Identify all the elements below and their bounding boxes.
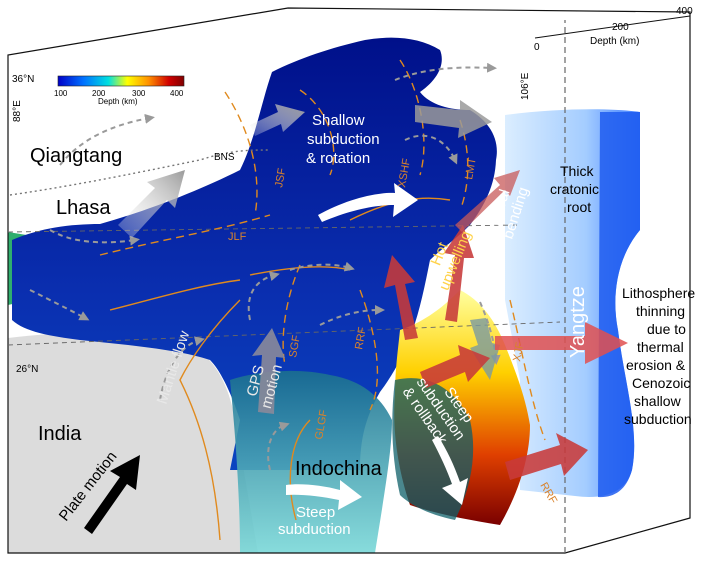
colorbar-title: Depth (km)	[98, 97, 138, 106]
shallow-line-3: & rotation	[306, 150, 370, 167]
fault-label-bns: BNS	[214, 152, 235, 163]
gray-arrow-jsf	[250, 104, 305, 136]
fault-label-xshf: XSHF	[396, 157, 413, 188]
red-arrow-rrf	[505, 433, 588, 480]
gray-arrow-xshf	[415, 100, 492, 138]
thin-line-8: subduction	[624, 411, 692, 427]
thin-line-1: Lithosphere	[622, 285, 695, 301]
depth-axis: 0 200 400 Depth (km)	[534, 6, 693, 53]
lon-106-label: 106°E	[520, 72, 531, 100]
region-qiangtang: Qiangtang	[30, 145, 122, 167]
region-yangtze: Yangtze	[567, 286, 589, 358]
yangtze-root	[598, 112, 640, 498]
thick-line-2: cratonic	[550, 181, 599, 197]
thinning-arrow	[495, 322, 628, 364]
lat-26-label: 26°N	[16, 364, 38, 375]
annotation-shallow-subduction: Shallow subduction & rotation	[306, 112, 380, 167]
red-flow-arrows	[384, 225, 588, 480]
thin-line-6: Cenozoic	[632, 375, 690, 391]
india-region-surface	[8, 331, 258, 553]
thin-line-7: shallow	[634, 393, 682, 409]
fault-label-glgf: GLGF	[313, 409, 330, 441]
annotation-steep-subduction: Steep subduction	[278, 504, 351, 538]
fault-label-jsf: JSF	[273, 167, 288, 189]
thin-line-4: thermal	[637, 339, 684, 355]
lon-88-label: 88°E	[12, 100, 23, 122]
shallow-line-1: Shallow	[312, 112, 365, 129]
thin-line-5: erosion &	[626, 357, 686, 373]
thin-line-2: thinning	[636, 303, 685, 319]
lat-36-label: 36°N	[12, 74, 34, 85]
fault-label-xjf: XJF	[511, 341, 526, 363]
fault-label-sgf: SGF	[287, 334, 303, 359]
bns-suture-line	[9, 149, 271, 196]
steep-line-2: subduction	[278, 521, 351, 538]
thick-line-1: Thick	[560, 163, 594, 179]
annotation-thinning: Lithosphere thinning due to thermal eros…	[622, 285, 695, 427]
colorbar-tick-400: 400	[170, 89, 184, 98]
thin-line-3: due to	[647, 321, 686, 337]
teal-slab	[230, 370, 392, 553]
depth-colorbar: 100 200 300 400 Depth (km)	[54, 75, 185, 106]
gray-block-arrows	[118, 100, 500, 414]
depth-tick-200: 200	[612, 22, 629, 33]
blue-slab	[12, 37, 497, 470]
region-india: India	[38, 423, 82, 445]
fault-traces-solid	[109, 197, 451, 541]
thick-line-3: root	[567, 199, 591, 215]
gray-arrow-lhasa	[118, 170, 185, 238]
plate-motion-arrow	[84, 455, 140, 534]
white-arrow-rotation	[318, 183, 418, 222]
gray-arrow-gps	[252, 328, 285, 414]
fault-label-rrf: RRF	[353, 326, 369, 351]
steep-line-1: Steep	[296, 504, 335, 521]
region-indochina: Indochina	[295, 458, 383, 480]
region-lhasa: Lhasa	[56, 197, 111, 219]
colorbar-tick-200: 200	[92, 89, 106, 98]
fault-label-lmt: LMT	[463, 156, 479, 180]
white-arrow-rollback	[432, 436, 468, 505]
white-arrow-steep	[286, 480, 362, 510]
box-frame	[7, 7, 691, 554]
shallow-line-2: subduction	[307, 131, 380, 148]
red-arrow-upwelling	[384, 255, 418, 340]
colorbar-tick-300: 300	[132, 89, 146, 98]
red-arrow-upwelling-2	[444, 225, 474, 322]
fault-label-jlf: JLF	[228, 231, 247, 243]
gray-arrow-steep	[470, 318, 500, 380]
depth-tick-0: 0	[534, 42, 540, 53]
annotation-thick-root: Thick cratonic root	[550, 163, 599, 215]
depth-tick-400: 400	[676, 6, 693, 17]
depth-axis-title: Depth (km)	[590, 36, 639, 47]
red-arrow-left	[420, 345, 490, 388]
red-arrow-flexural	[455, 170, 520, 232]
colorbar-tick-100: 100	[54, 89, 68, 98]
